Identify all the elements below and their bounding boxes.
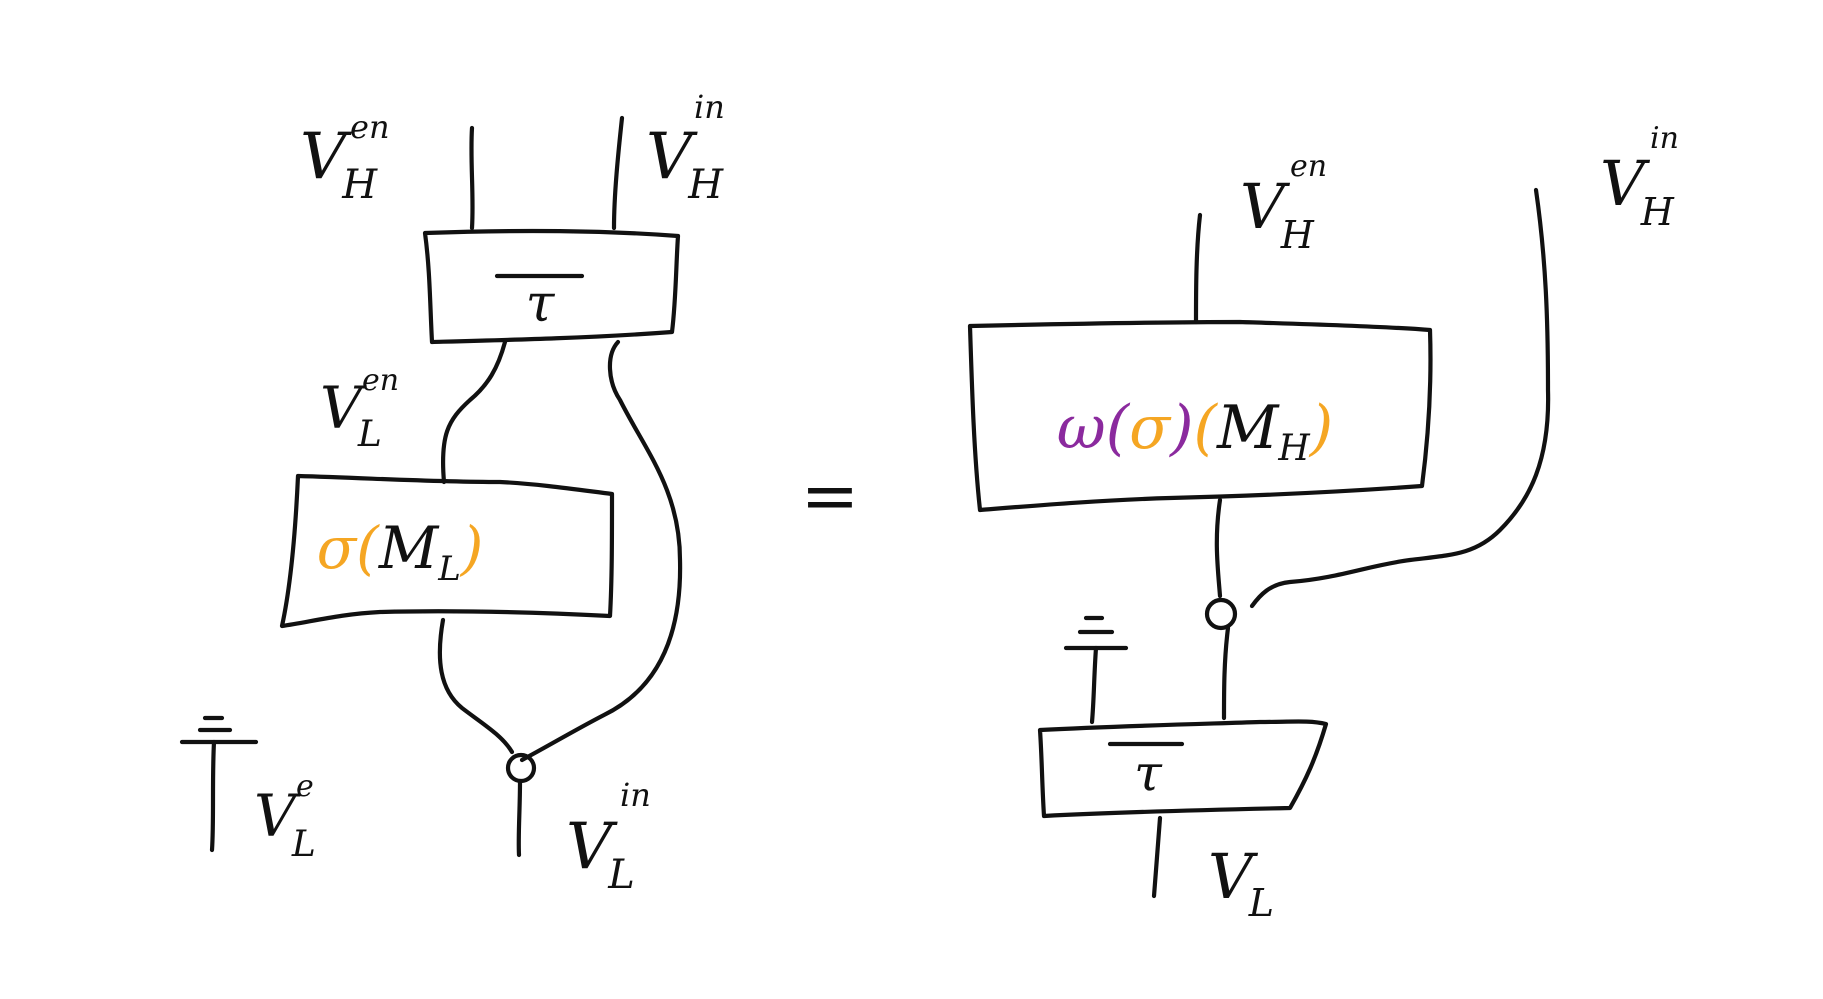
discard-right xyxy=(1063,615,1129,725)
box-sigma-m-l: σ(ML) xyxy=(279,473,615,629)
label-v-l-en-left-sup: en xyxy=(362,363,399,398)
label-v-h-en-right: VH xyxy=(1240,170,1315,257)
label-v-l-en-left: VL xyxy=(320,374,382,455)
wire-v-h-en-input xyxy=(469,125,475,231)
sigma-m-l-label: σ(ML) xyxy=(317,514,484,589)
label-v-l-in-left-sup: in xyxy=(620,776,651,814)
box-tau-right: τ xyxy=(1037,719,1329,819)
label-v-l-in-left: VL xyxy=(566,810,635,898)
wire-v-h-in-right xyxy=(1249,187,1551,609)
box-omega-sigma-m-h: ω(σ)(MH) xyxy=(967,319,1433,513)
discard-v-l-e xyxy=(179,715,259,853)
wire-v-h-in-input xyxy=(611,115,625,231)
tau-symbol: τ xyxy=(526,274,556,334)
label-v-h-en-left: VH xyxy=(300,120,378,208)
wire-node-to-tau xyxy=(1221,625,1231,721)
wire-v-l-en xyxy=(440,339,508,485)
merge-node-right xyxy=(1204,597,1238,631)
label-v-h-in-left-sup: in xyxy=(694,88,725,126)
label-v-h-en-right-sup: en xyxy=(1290,149,1327,184)
right-diagram: ω(σ)(MH) τ VH en xyxy=(967,121,1679,925)
label-v-l-e-left: VL xyxy=(254,782,316,865)
wire-sigma-out xyxy=(437,617,515,755)
label-v-h-in-right-sup: in xyxy=(1650,121,1679,156)
label-v-h-in-right: VH xyxy=(1600,147,1675,234)
tau-symbol-right: τ xyxy=(1134,744,1163,802)
label-v-h-en-left-sup: en xyxy=(350,108,390,146)
label-v-l-right: VL xyxy=(1208,840,1274,925)
label-v-l-e-left-sup: e xyxy=(296,769,314,804)
wire-v-h-en-input-right xyxy=(1193,212,1203,325)
left-diagram: τ σ(ML) VH en xyxy=(179,88,725,898)
omega-sigma-m-h-label: ω(σ)(MH) xyxy=(1057,393,1333,469)
wire-v-l-in-output xyxy=(516,778,523,858)
equals-sign: = xyxy=(801,455,860,537)
wire-v-h-in-through xyxy=(519,339,683,763)
equals-text: = xyxy=(801,455,860,537)
label-v-h-in-left: VH xyxy=(646,120,724,208)
wire-omega-out xyxy=(1214,497,1223,599)
wire-v-l-output-right xyxy=(1151,815,1163,899)
box-tau-left: τ xyxy=(422,228,681,345)
